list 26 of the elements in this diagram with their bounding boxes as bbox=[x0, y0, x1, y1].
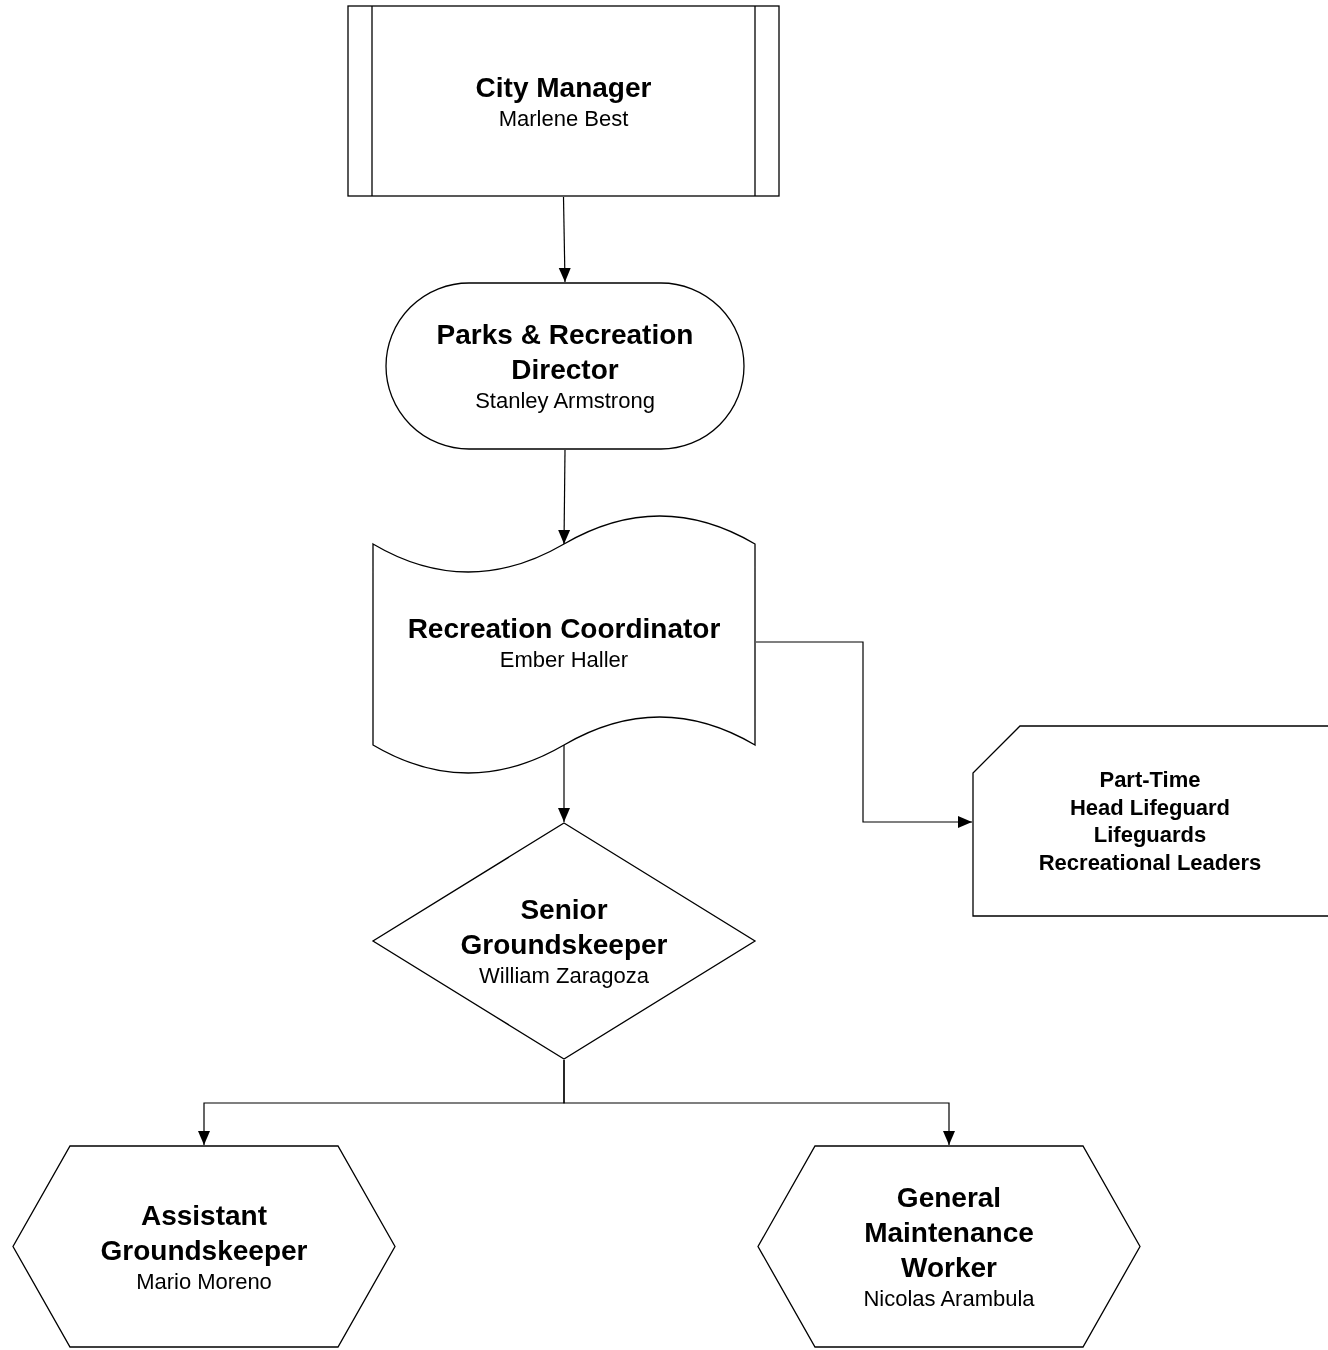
role-title: Recreational Leaders bbox=[1038, 848, 1262, 876]
role-title: Parks & Recreation Director bbox=[435, 318, 695, 388]
person-name: Nicolas Arambula bbox=[863, 1285, 1035, 1313]
role-title: Part-Time bbox=[1099, 766, 1201, 794]
role-title: Head Lifeguard bbox=[1069, 793, 1231, 821]
card-shape bbox=[972, 725, 1328, 917]
person-name: Marlene Best bbox=[498, 104, 629, 133]
connector-arrow bbox=[563, 1059, 955, 1146]
connector-arrow bbox=[755, 641, 973, 828]
person-name: Ember Haller bbox=[499, 646, 629, 674]
connector-arrow bbox=[558, 744, 570, 823]
role-title: Assistant Groundskeeper bbox=[99, 1198, 309, 1268]
person-name: Mario Moreno bbox=[136, 1267, 272, 1296]
hexagon-shape bbox=[757, 1145, 1141, 1348]
person-name: Stanley Armstrong bbox=[475, 387, 655, 415]
connector-arrow bbox=[558, 449, 571, 545]
person-name: William Zaragoza bbox=[479, 962, 649, 990]
role-title: General Maintenance Worker bbox=[863, 1181, 1035, 1286]
predefined-process-box bbox=[347, 5, 780, 197]
role-title: Recreation Coordinator bbox=[407, 612, 721, 647]
role-title: Lifeguards bbox=[1093, 821, 1207, 849]
role-title: City Manager bbox=[475, 70, 652, 105]
hexagon-shape bbox=[12, 1145, 396, 1348]
role-title: Senior Groundskeeper bbox=[459, 893, 669, 963]
connector-arrow bbox=[558, 196, 571, 283]
decision-diamond bbox=[372, 822, 756, 1060]
